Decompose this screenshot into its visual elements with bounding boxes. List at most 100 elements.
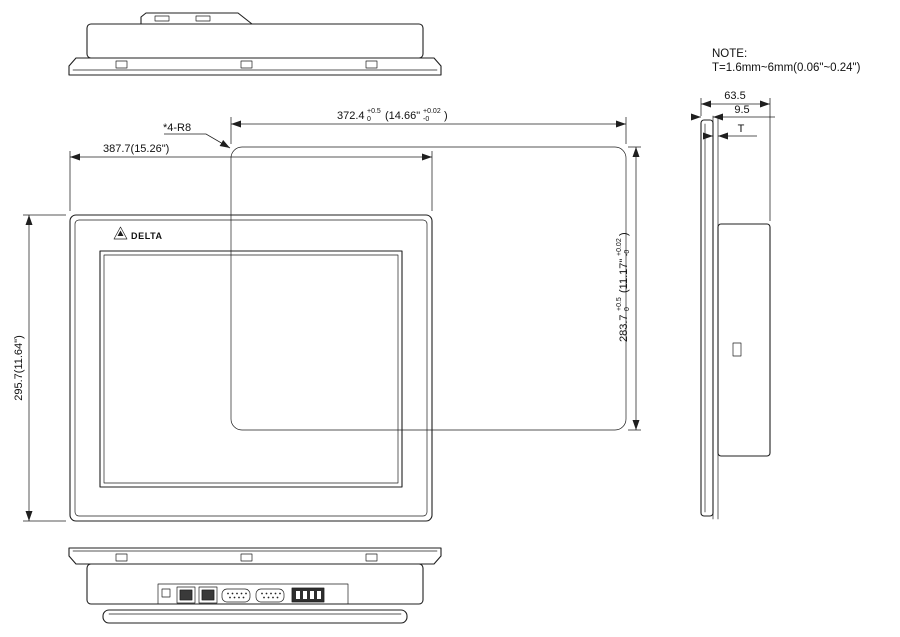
dim-tol-upper: +0.5 [367,108,381,115]
pin [242,596,245,599]
pin [267,596,270,599]
top-view [68,12,442,76]
dim-value-mm: 372.4 [337,110,365,122]
cutout-outline [230,146,627,431]
front-bezel-outer [69,214,433,522]
pin [240,592,243,595]
pin [238,596,240,599]
port-shell [198,586,218,604]
dim-front-width: 387.7(15.26") [69,143,433,211]
panel-cutout-rect [230,146,627,431]
dim-cutout-height-label: 283.7 +0.5 0 (11.17" +0.02 -0 ) [616,232,631,342]
top-mount-clip-3 [365,60,378,69]
dim-inch-tol-upper: +0.02 [616,238,623,256]
dim-cutout-width-label: 372.4 +0.5 0 (14.66" +0.02 -0 ) [337,108,448,123]
terminal-block [291,587,325,603]
serial-port-1 [221,588,251,603]
dim-inch-tol-lower: -0 [423,116,429,123]
pin [263,596,265,599]
bottom-view [68,547,442,624]
terminal-slot [296,591,300,599]
dim-inch-tol-upper: +0.02 [423,108,441,115]
pin [270,592,272,595]
pin [231,592,234,595]
dim-panel-thickness: T [703,123,757,140]
pin [236,592,238,595]
dim-side-bezel-label: 9.5 [734,104,749,116]
dim-side-depth-label: 63.5 [724,90,745,102]
dim-value-inch: (14.66" [385,110,420,122]
port-shell [176,586,196,604]
front-view: DELTA [69,214,433,522]
screen-outer [99,250,403,488]
bottom-mount-clip-1 [115,553,128,562]
logo-text: DELTA [131,231,163,241]
top-vent-slot-1 [154,15,170,22]
top-body [86,23,424,59]
top-flange [68,57,442,76]
dim-tol-upper: +0.5 [616,297,623,311]
side-body [717,223,771,457]
terminal-slot [310,591,314,599]
dim-panel-thickness-label: T [738,123,745,135]
top-mount-clip-2 [240,60,253,69]
dim-front-height: 295.7(11.64") [13,214,66,522]
pin [245,592,247,595]
pin [233,596,236,599]
bottom-mount-clip-3 [365,553,378,562]
bottom-base-strip [102,609,408,624]
dim-front-width-label: 387.7(15.26") [103,143,169,155]
leader-line [164,133,231,149]
bottom-flange [68,547,442,565]
dim-close-paren: ) [618,232,630,236]
note-body: T=1.6mm~6mm(0.06"~0.24") [712,62,861,74]
dim-side-bezel: 9.5 [691,104,775,121]
pin [276,596,279,599]
dim-corner-radius-label: *4-R8 [163,122,191,134]
port-opening [179,589,193,601]
db9-shell [221,588,251,603]
delta-triangle-inner-icon [117,230,124,236]
pin [274,592,277,595]
top-vent-slot-2 [195,15,211,22]
dim-side-depth: 63.5 [700,90,771,221]
terminal-slot [317,591,321,599]
connector-recess [157,583,349,605]
top-mount-clip-1 [115,60,128,69]
pin [272,596,274,599]
pin [227,592,229,595]
bottom-mount-clip-2 [240,553,253,562]
dim-corner-radius: *4-R8 [163,122,231,149]
pin [279,592,281,595]
dim-cutout-width: 372.4 +0.5 0 (14.66" +0.02 -0 ) [230,108,627,144]
ethernet-port-2 [198,586,218,604]
pin [261,592,263,595]
side-body-detail [732,342,742,357]
ethernet-port-1 [176,586,196,604]
db9-shell [255,588,285,603]
dim-front-height-label: 295.7(11.64") [13,335,25,400]
front-bezel-inner [74,219,428,517]
terminal-slot [303,591,307,599]
pin [265,592,268,595]
port-opening [201,589,215,601]
dim-inch-tol-lower: -0 [624,250,631,256]
reset-detail [161,588,171,598]
dim-value-mm: 283.7 [618,314,630,342]
dim-value-inch: (11.17" [618,259,630,293]
dim-close-paren: ) [444,110,448,122]
dim-tol-lower: 0 [624,307,631,311]
note-title: NOTE: [712,48,747,60]
side-view [700,115,771,520]
serial-port-2 [255,588,285,603]
dim-cutout-height: 283.7 +0.5 0 (11.17" +0.02 -0 ) [616,146,641,431]
top-vent-housing [140,12,253,25]
note: NOTE: T=1.6mm~6mm(0.06"~0.24") [712,48,861,74]
side-bezel [700,119,714,517]
dim-tol-lower: 0 [367,116,371,123]
brand-logo: DELTA [113,226,163,241]
delta-triangle-icon [113,226,128,240]
screen-inner [103,254,399,484]
